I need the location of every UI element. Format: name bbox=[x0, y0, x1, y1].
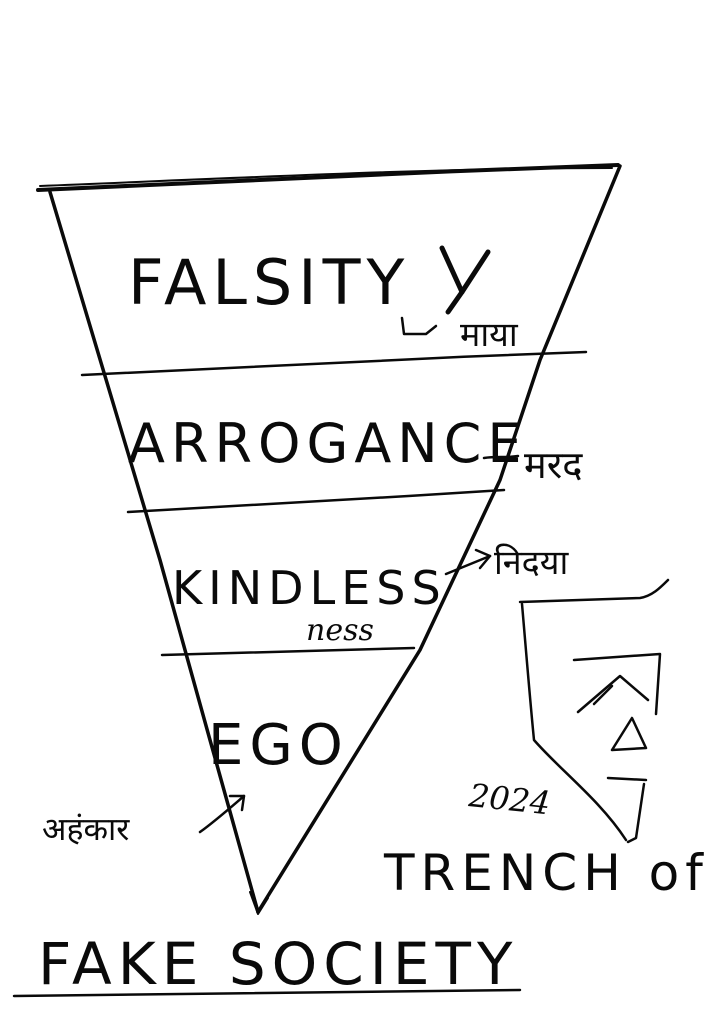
caption-line-1: TRENCH of bbox=[383, 844, 709, 902]
kindless-arrow bbox=[444, 548, 492, 576]
layer-label-falsity: FALSITY bbox=[128, 246, 410, 319]
layer-sublabel-ahankar: अहंकार bbox=[42, 810, 130, 848]
layer-sublabel-maya: माया bbox=[460, 315, 519, 355]
small-trench-sketch bbox=[518, 578, 670, 844]
ahankar-arrow bbox=[198, 794, 246, 834]
year-label: 2024 bbox=[466, 776, 552, 822]
layer-label-arrogance: ARROGANCE bbox=[128, 412, 528, 475]
layer-annotation-ness: ness bbox=[306, 613, 374, 648]
caption-line-2: FAKE SOCIETY bbox=[38, 930, 518, 998]
layer-label-kindless: KINDLESS bbox=[172, 561, 447, 615]
falsity-hook-arrow bbox=[400, 316, 438, 336]
falsity-y-scribble bbox=[439, 245, 491, 315]
layer-sublabel-mrad: मरद bbox=[524, 443, 583, 487]
arrogance-arrow bbox=[482, 454, 520, 460]
layer-label-ego: EGO bbox=[208, 713, 349, 778]
layer-sublabel-nidaya: निदया bbox=[494, 543, 569, 583]
trench-triangle bbox=[36, 163, 622, 915]
caption-underline bbox=[12, 988, 522, 998]
layer-dividers bbox=[80, 350, 588, 657]
